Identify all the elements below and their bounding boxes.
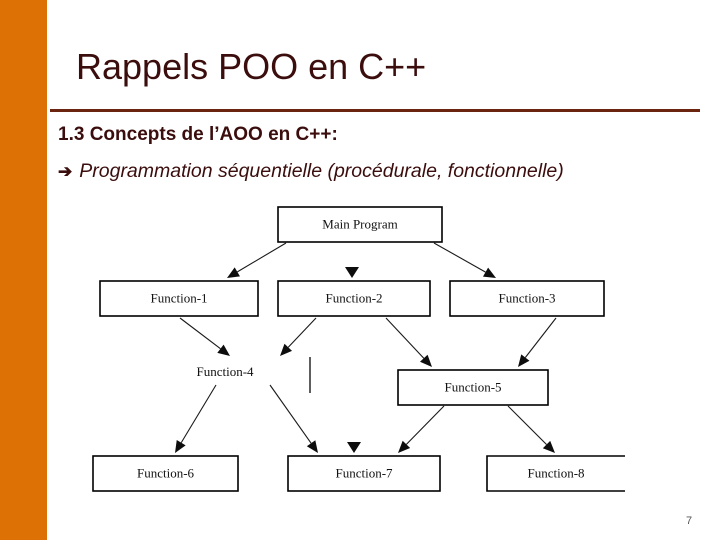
flowchart-edge-main-to-f3 [433,242,496,278]
flowchart-edge-none-to-f7 [347,442,361,453]
page-title: Rappels POO en C++ [76,46,427,87]
arrowhead-icon [398,440,411,453]
node-label: Function-6 [137,465,195,480]
arrowhead-down-icon [347,442,361,453]
arrowhead-down-icon [345,267,359,278]
flowchart-node-f6: Function-6 [92,455,239,492]
flowchart-edge-f4-to-f6 [175,384,217,453]
edge-line [180,384,217,444]
edge-line [524,317,557,358]
flowchart-edge-main-to-f1 [227,242,287,278]
flowchart-node-f1: Function-1 [99,280,259,317]
edge-line [406,405,445,445]
flowchart-edge-f5-to-f7 [398,405,445,453]
node-border [287,455,441,492]
arrowhead-icon [306,440,318,453]
node-label: Function-2 [325,290,382,305]
flowchart-node-main: Main Program [277,206,443,243]
flowchart-edge-f2-to-f5 [385,317,432,367]
flowchart-edge-f3-to-f5 [518,317,557,367]
edge-line [237,242,287,273]
node-border [277,280,431,317]
arrowhead-icon [175,440,186,453]
flowchart-edges [175,242,557,453]
flowchart-edge-f2-to-f4 [280,317,317,356]
node-border [99,280,259,317]
title-divider [50,109,700,112]
arrowhead-icon [227,267,240,278]
arrowhead-icon [280,343,293,356]
flowchart-node-f3: Function-3 [449,280,605,317]
arrowhead-icon [419,354,432,367]
edge-line [433,242,486,273]
arrowhead-icon [518,354,530,367]
arrowhead-icon [542,440,555,453]
section-heading: 1.3 Concepts de l’AOO en C++: [58,124,338,145]
bullet-item-label: Programmation séquentielle (procédurale,… [79,160,564,182]
node-border [397,369,549,406]
flowchart-node-f8: Function-8 [486,455,625,492]
arrowhead-icon [217,344,230,356]
edge-line [179,317,221,350]
node-border [277,206,443,243]
edge-line [269,384,312,444]
node-border [449,280,605,317]
node-label: Function-7 [335,465,393,480]
arrowhead-icon [482,267,496,278]
node-border [92,455,239,492]
page-number: 7 [686,515,693,527]
edge-line [507,405,547,445]
arrow-right-icon: ➔ [58,162,73,181]
edge-line [287,317,317,348]
node-label: Function-5 [444,379,501,394]
flowchart-edge-f1-to-f4 [179,317,230,356]
node-label: Function-3 [498,290,555,305]
node-border [486,455,625,492]
flowchart-node-f7: Function-7 [287,455,441,492]
flowchart-edge-main-to-f2 [345,267,359,278]
flowchart-node-f4: Function-4 [196,364,254,379]
accent-bar-left [0,0,47,540]
node-label: Main Program [322,216,397,231]
node-label: Function-8 [527,465,584,480]
flowchart-node-f2: Function-2 [277,280,431,317]
bullet-item: ➔ Programmation séquentielle (procédural… [58,160,564,183]
node-label: Function-1 [150,290,207,305]
node-label: Function-4 [196,364,254,379]
flowchart-edge-f4-to-f7 [269,384,318,453]
edge-line [385,317,425,359]
flowchart-node-f5: Function-5 [397,369,549,406]
flowchart-edge-f5-to-f8 [507,405,555,453]
